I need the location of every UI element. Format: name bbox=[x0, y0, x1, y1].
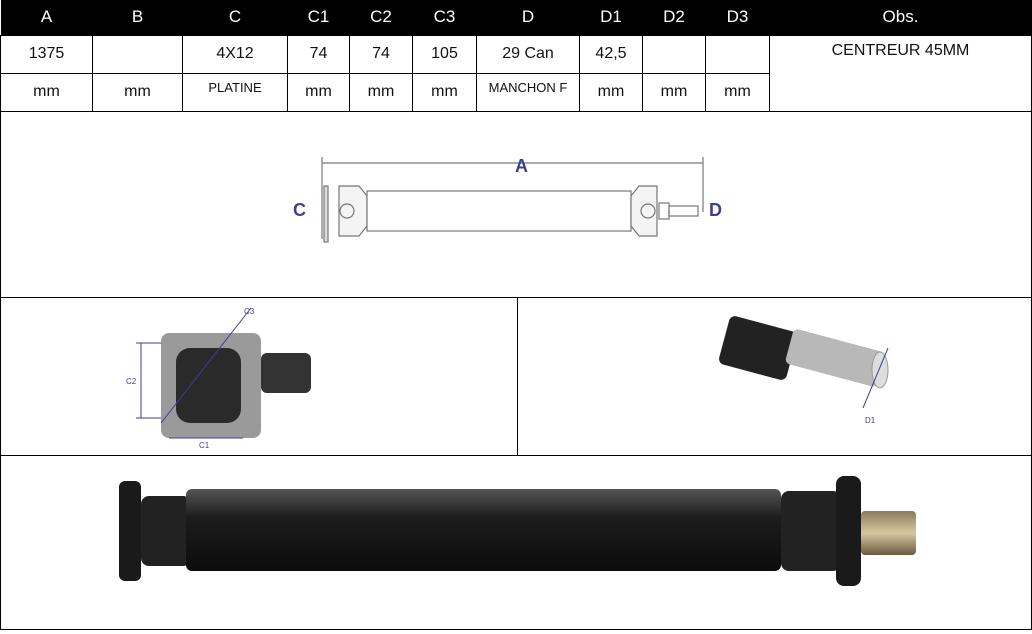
value-c3: 105 bbox=[412, 34, 477, 74]
dimension-diagram-panel: A C D bbox=[0, 111, 1032, 298]
unit-c3: mm bbox=[412, 72, 477, 112]
unit-d1: mm bbox=[579, 72, 643, 112]
header-c3: C3 bbox=[412, 0, 477, 35]
value-c2: 74 bbox=[349, 34, 413, 74]
label-d: D bbox=[709, 200, 722, 220]
label-a: A bbox=[515, 156, 528, 176]
value-c1: 74 bbox=[287, 34, 350, 74]
header-obs: Obs. bbox=[769, 0, 1032, 35]
value-a: 1375 bbox=[0, 34, 93, 74]
label-c1: C1 bbox=[199, 441, 210, 450]
unit-d: MANCHON F bbox=[476, 72, 580, 112]
unit-d3: mm bbox=[705, 72, 770, 112]
shaft-end-photo-panel: D1 bbox=[517, 297, 1032, 456]
label-c3: C3 bbox=[244, 307, 255, 316]
spec-table: A B C C1 C2 C3 D D1 D2 D3 Obs. 1375 4X12… bbox=[0, 0, 1032, 112]
header-c2: C2 bbox=[349, 0, 413, 35]
header-a: A bbox=[0, 0, 93, 35]
value-d2 bbox=[642, 34, 706, 74]
product-photo-panel bbox=[0, 455, 1032, 630]
value-d3 bbox=[705, 34, 770, 74]
shaft-end-photo: D1 bbox=[719, 316, 889, 425]
unit-a: mm bbox=[0, 72, 93, 112]
driveshaft-photo bbox=[119, 476, 916, 586]
label-d1: D1 bbox=[865, 416, 876, 425]
value-d1: 42,5 bbox=[579, 34, 643, 74]
unit-b: mm bbox=[92, 72, 183, 112]
header-b: B bbox=[92, 0, 183, 35]
header-row: A B C C1 C2 C3 D D1 D2 D3 Obs. bbox=[0, 0, 1032, 35]
header-d: D bbox=[476, 0, 580, 35]
flange-photo: C3 C2 C1 bbox=[126, 307, 311, 450]
flange-photo-panel: C3 C2 C1 bbox=[0, 297, 518, 456]
header-d3: D3 bbox=[705, 0, 770, 35]
unit-d2: mm bbox=[642, 72, 706, 112]
header-c1: C1 bbox=[287, 0, 350, 35]
shaft-diagram: A C D bbox=[293, 156, 722, 243]
header-d1: D1 bbox=[579, 0, 643, 35]
units-row: mm mm PLATINE mm mm mm MANCHON F mm mm m… bbox=[0, 72, 1032, 112]
unit-c2: mm bbox=[349, 72, 413, 112]
value-b bbox=[92, 34, 183, 74]
header-c: C bbox=[182, 0, 288, 35]
label-c2: C2 bbox=[126, 377, 137, 386]
unit-c: PLATINE bbox=[182, 72, 288, 112]
values-row: 1375 4X12 74 74 105 29 Can 42,5 CENTREUR… bbox=[0, 34, 1032, 112]
value-d: 29 Can bbox=[476, 34, 580, 74]
value-c: 4X12 bbox=[182, 34, 288, 74]
header-d2: D2 bbox=[642, 0, 706, 35]
unit-c1: mm bbox=[287, 72, 350, 112]
label-c: C bbox=[293, 200, 306, 220]
value-obs: CENTREUR 45MM bbox=[769, 34, 1032, 112]
